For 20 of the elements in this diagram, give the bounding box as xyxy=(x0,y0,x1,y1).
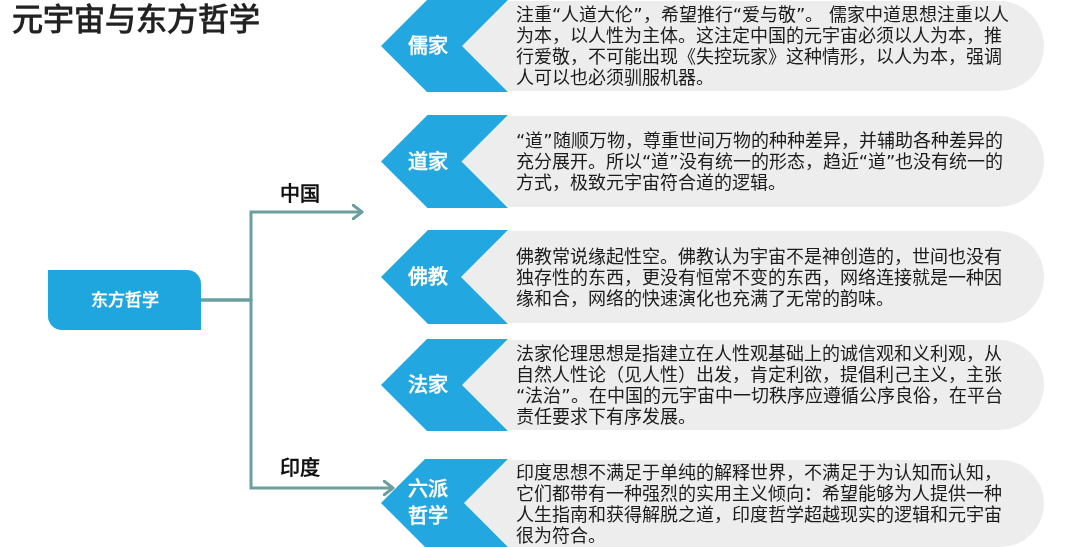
root-box xyxy=(48,270,201,330)
connector-arrow xyxy=(201,298,395,497)
chevron-tab xyxy=(381,0,508,92)
chevron-tab xyxy=(381,115,508,208)
diagram-title: 元宇宙与东方哲学 xyxy=(12,0,260,38)
chevron-label: 六派哲学 xyxy=(408,476,448,530)
root-label: 东方哲学 xyxy=(90,289,159,311)
chevron-label: 道家 xyxy=(408,148,448,175)
edge-label: 印度 xyxy=(280,455,320,481)
description-text: 法家伦理思想是指建立在人性观基础上的诚信观和义利观，从自然人性论（见人性）出发，肯定利欲，提倡利己主义，主张“法治”。在中国的元宇宙中一切秩序应遵循公序良俗，在平台责任要求下有序发展。 xyxy=(516,343,1004,427)
description-text: “道”随顺万物，尊重世间万物的种种差异，并辅助各种差异的充分展开。所以“道”没有统一的形态，趋近“道”也没有统一的方式，极致元宇宙符合道的逻辑。 xyxy=(516,130,1005,193)
chevron-label: 佛教 xyxy=(408,263,448,291)
description-text: 佛教常说缘起性空。佛教认为宇宙不是神创造的，世间也没有独存性的东西，更没有恒常不变的东西，网络连接就是一种因缘和合，网络的快速演化也充满了无常的韵味。 xyxy=(516,245,1003,309)
description-text: 印度思想不满足于单纯的解释世界，不满足于为认知而认知，它们都带有一种强烈的实用主义倾向：希望能够为人提供一种人生指南和获得解脱之道，印度哲学超越现实的逻辑和元宇宙很为符合。 xyxy=(516,461,1003,546)
chevron-label: 儒家 xyxy=(408,32,448,60)
chevron-tab xyxy=(381,230,508,324)
chevron-tab xyxy=(381,339,508,431)
description-text: 注重“人道大伦”，希望推行“爱与敬”。 儒家中道思想注重以人为本，以人性为主体。这注定中国的元宇宙必须以人为本，推行爱敬，不可能出现《失控玩家》这种情形，以人为本，强调人可以也必须驯服机器。 xyxy=(516,4,1010,88)
chevron-label: 法家 xyxy=(408,371,448,399)
chevron-tab xyxy=(381,459,508,547)
